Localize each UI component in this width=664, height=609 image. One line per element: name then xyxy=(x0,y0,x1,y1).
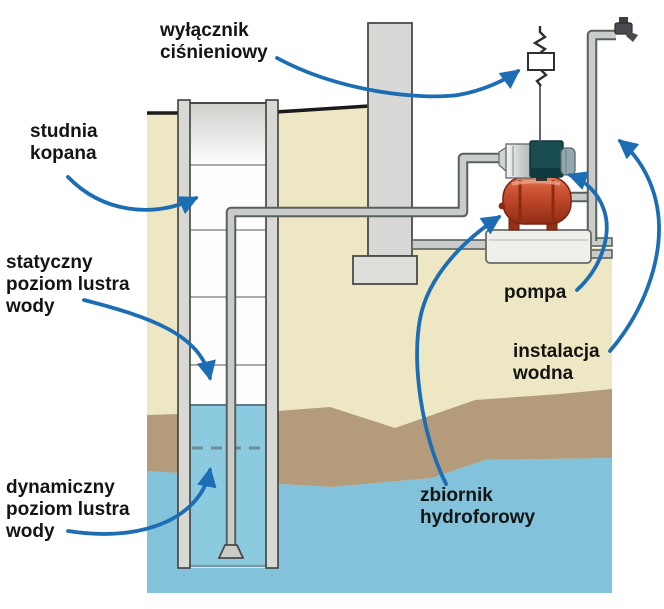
well-top-ring-shadow xyxy=(190,103,266,165)
dug-well-arrow xyxy=(66,175,199,215)
motor-fan-cover xyxy=(560,147,576,176)
dynamic-level-arrow xyxy=(66,467,217,536)
pump-arrow xyxy=(567,171,609,292)
tank-highlight xyxy=(511,179,561,186)
static-water-level-label: statyczny poziom lustra wody xyxy=(6,252,130,317)
pump-motor-base xyxy=(530,168,563,177)
callout-arrows xyxy=(66,56,661,536)
dynamic-water-level-label: dynamiczny poziom lustra wody xyxy=(6,477,130,542)
pressure-tank-label: zbiornik hydroforowy xyxy=(420,485,536,528)
concrete-base xyxy=(485,229,592,264)
pressure-switch-arrow xyxy=(275,56,521,99)
pressure-tank-arrow xyxy=(415,215,502,486)
well-wall-right xyxy=(265,99,279,569)
tank-seams xyxy=(518,180,555,221)
ground-surface-line-right xyxy=(275,104,370,114)
water-installation-arrow xyxy=(608,139,661,353)
pressure-switch-icon xyxy=(527,26,555,142)
pump-unit xyxy=(498,140,576,181)
static-level-arrow xyxy=(82,298,216,381)
switch-cable-bottom xyxy=(535,69,548,87)
dug-well-label: studnia kopana xyxy=(30,121,98,164)
basement-floor-strip xyxy=(411,239,488,250)
suction-pipe xyxy=(227,154,506,549)
switch-box xyxy=(527,52,555,71)
pipework xyxy=(225,29,616,549)
switch-cable-top xyxy=(532,26,548,54)
water-installation-label: instalacja wodna xyxy=(513,341,600,384)
riser-pipe xyxy=(588,31,616,241)
pump-casing xyxy=(505,143,533,179)
house-wall xyxy=(367,22,413,257)
pressure-switch-label: wyłącznik ciśnieniowy xyxy=(160,20,268,63)
tank-drain-valve xyxy=(498,202,506,210)
foot-valve-icon xyxy=(217,544,245,559)
pressure-tank xyxy=(498,176,572,231)
tap-icon xyxy=(614,17,638,42)
pump-label: pompa xyxy=(504,282,567,303)
wall-footing xyxy=(352,255,418,285)
